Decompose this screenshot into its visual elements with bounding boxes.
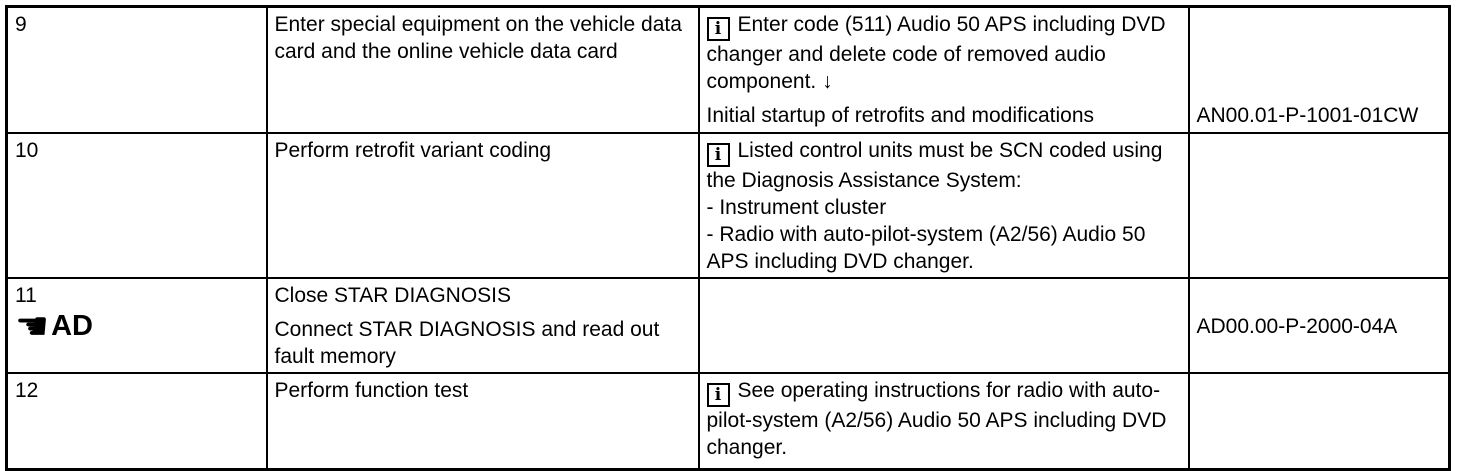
step-number: 11: [15, 284, 37, 307]
task-text: Connect STAR DIAGNOSIS and read out faul…: [274, 318, 660, 368]
note-list-item: - Radio with auto-pilot-system (A2/56) A…: [706, 223, 1146, 273]
task-cell: Enter special equipment on the vehicle d…: [265, 5, 700, 134]
step-number: 9: [15, 13, 27, 36]
step-cell: 9: [5, 5, 268, 134]
pointing-hand-icon: ☚: [15, 304, 50, 348]
info-icon: i: [706, 383, 730, 407]
step-cell: 10: [5, 132, 268, 279]
task-text: Perform function test: [274, 379, 469, 402]
step-number: 10: [15, 139, 39, 162]
task-text: Perform retrofit variant coding: [274, 139, 552, 162]
task-text: Enter special equipment on the vehicle d…: [274, 13, 682, 63]
step-cell: 11 ☚AD: [5, 277, 268, 374]
info-icon: i: [706, 17, 730, 41]
step-number: 12: [15, 379, 39, 402]
doc-number: AD00.00-P-2000-04A: [1196, 314, 1398, 338]
document-page: 9 Enter special equipment on the vehicle…: [5, 5, 1451, 471]
doc-cell: [1187, 372, 1451, 471]
task-cell: Close STAR DIAGNOSIS Connect STAR DIAGNO…: [265, 277, 700, 374]
note-text: Enter code (511) Audio 50 APS including …: [706, 13, 1166, 93]
table-row-step-11: 11 ☚AD Close STAR DIAGNOSIS Connect STAR…: [5, 277, 1451, 374]
note-text: Listed control units must be SCN coded u…: [706, 139, 1163, 192]
marker-label: AD: [51, 310, 93, 342]
procedure-table: 9 Enter special equipment on the vehicle…: [5, 5, 1451, 471]
task-cell: Perform retrofit variant coding: [265, 132, 700, 279]
info-icon: i: [706, 143, 730, 167]
note-list-item: - Instrument cluster: [706, 196, 887, 219]
doc-cell: [1187, 132, 1451, 279]
step-cell: 12: [5, 372, 268, 471]
task-cell: Perform function test: [265, 372, 700, 471]
table-row-step-9: 9 Enter special equipment on the vehicle…: [5, 5, 1451, 134]
star-diagnosis-marker: ☚AD: [15, 307, 260, 345]
doc-cell: AD00.00-P-2000-04A: [1187, 277, 1451, 374]
note-cell: [697, 277, 1190, 374]
doc-number: AN00.01-P-1001-01CW: [1196, 104, 1419, 127]
note-footer-text: Initial startup of retrofits and modific…: [706, 104, 1095, 127]
doc-cell: AN00.01-P-1001-01CW: [1187, 5, 1451, 134]
task-text: Close STAR DIAGNOSIS: [274, 284, 512, 307]
note-text: See operating instructions for radio wit…: [706, 379, 1167, 459]
